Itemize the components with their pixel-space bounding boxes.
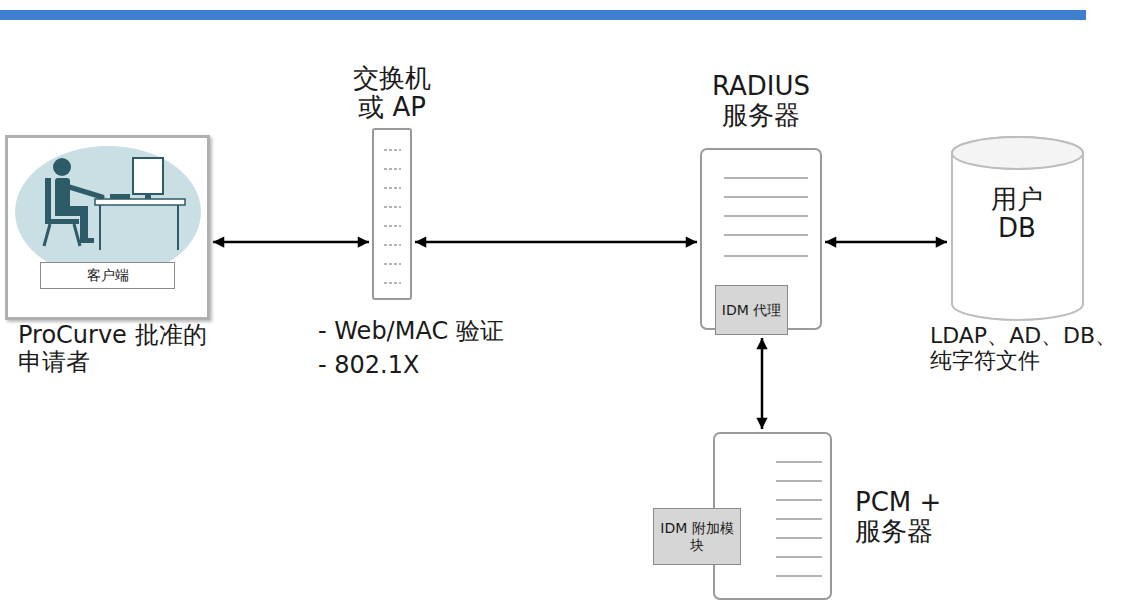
node-note: LDAP、AD、DB、 纯字符文件	[930, 324, 1135, 373]
connector-arrow	[415, 241, 697, 244]
node-title: PCM + 服务器	[855, 488, 965, 546]
top-bar	[0, 10, 1086, 20]
node-title: ProCurve 批准的 申请者	[18, 322, 258, 376]
label-box: 客户端	[40, 262, 175, 289]
node-note: - Web/MAC 验证	[318, 318, 558, 345]
node-title: 用户 DB	[977, 185, 1057, 243]
connector-arrow	[761, 338, 764, 429]
box-label: IDM 代理	[720, 300, 783, 320]
box-label: IDM 附加模块	[654, 518, 740, 554]
node-title: RADIUS 服务器	[690, 72, 832, 130]
box-label: 客户端	[85, 265, 131, 285]
agent-box: IDM 代理	[715, 285, 788, 335]
connector-arrow	[213, 241, 369, 244]
node-note: - 802.1X	[318, 352, 518, 379]
server-box: PCM + 服务器IDM 附加模块	[713, 432, 832, 600]
node-title: 交换机 或 AP	[342, 64, 442, 122]
switch-box: 交换机 或 AP- Web/MAC 验证- 802.1X	[372, 128, 412, 300]
connector-arrow	[825, 241, 947, 244]
client-box: ProCurve 批准的 申请者客户端	[5, 135, 210, 320]
client-illustration	[15, 146, 201, 278]
switch-ports	[384, 150, 401, 283]
server-lines	[724, 178, 808, 256]
server-box: RADIUS 服务器IDM 代理	[700, 148, 822, 330]
database-cylinder: 用户 DBLDAP、AD、DB、 纯字符文件	[950, 135, 1085, 322]
server-lines	[776, 462, 822, 576]
addon-box: IDM 附加模块	[653, 508, 741, 565]
